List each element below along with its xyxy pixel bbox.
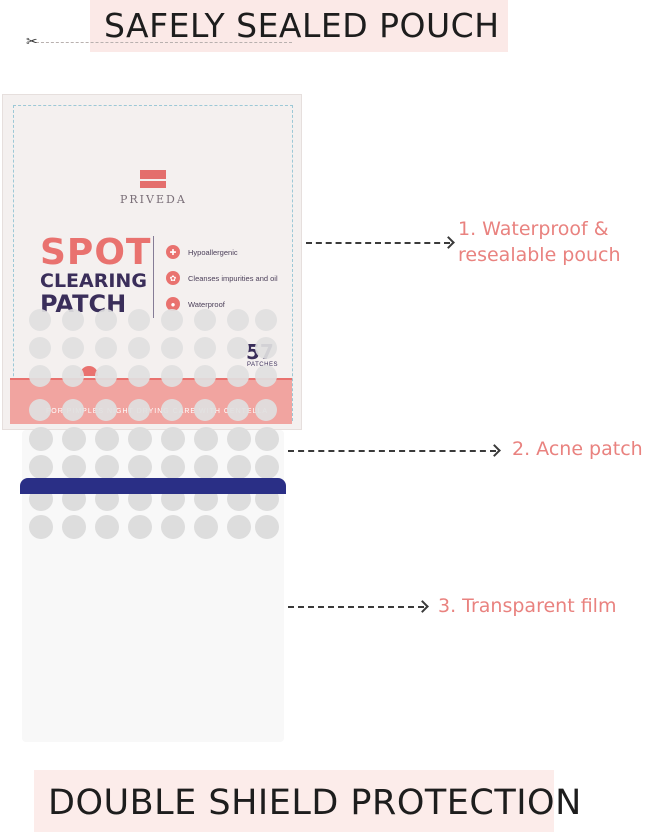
acne-patch-dot bbox=[255, 337, 277, 359]
bottom-banner: DOUBLE SHIELD PROTECTION bbox=[34, 770, 581, 832]
feature-hypoallergenic: ✚ Hypoallergenic bbox=[166, 245, 238, 259]
acne-patch-dot bbox=[29, 399, 51, 421]
top-banner-title: SAFELY SEALED POUCH bbox=[104, 6, 500, 45]
product-title-spot: SPOT bbox=[40, 232, 152, 273]
acne-patch-dot bbox=[62, 365, 84, 387]
acne-patch-dot bbox=[128, 455, 152, 479]
hypoallergenic-icon: ✚ bbox=[166, 245, 180, 259]
feature-label: Waterproof bbox=[188, 299, 225, 309]
acne-patch-dot bbox=[62, 427, 86, 451]
feature-cleanses: ✿ Cleanses impurities and oil bbox=[166, 271, 278, 285]
acne-patch-dot bbox=[128, 515, 152, 539]
patch-sheet-edge bbox=[20, 478, 286, 494]
acne-patch-dot bbox=[194, 309, 216, 331]
acne-patch-dot bbox=[255, 515, 279, 539]
acne-patch-dot bbox=[29, 427, 53, 451]
acne-patch-dot bbox=[29, 309, 51, 331]
acne-patch-dot bbox=[128, 365, 150, 387]
arrow-right-icon bbox=[488, 444, 501, 457]
acne-patch-dot bbox=[29, 337, 51, 359]
acne-patch-dot bbox=[128, 427, 152, 451]
acne-patch-dot bbox=[62, 515, 86, 539]
acne-patch-dot bbox=[255, 427, 279, 451]
acne-patch-dot bbox=[194, 365, 216, 387]
acne-patch-dot bbox=[194, 455, 218, 479]
acne-patch-dot bbox=[161, 399, 183, 421]
acne-patch-dot bbox=[62, 455, 86, 479]
acne-patch-dot bbox=[255, 365, 277, 387]
callout-1-label: 1. Waterproof & resealable pouch bbox=[458, 216, 621, 268]
acne-patch-dot bbox=[128, 337, 150, 359]
feature-label: Hypoallergenic bbox=[188, 247, 238, 257]
acne-patch-dot bbox=[62, 399, 84, 421]
acne-patch-dot bbox=[95, 455, 119, 479]
acne-patch-dot bbox=[29, 515, 53, 539]
acne-patch-dot bbox=[161, 365, 183, 387]
acne-patch-dot bbox=[95, 337, 117, 359]
acne-patch-dot bbox=[255, 309, 277, 331]
acne-patch-dot bbox=[227, 427, 251, 451]
acne-patch-dot bbox=[161, 427, 185, 451]
acne-patch-dot bbox=[29, 365, 51, 387]
lightbulb-icon bbox=[80, 366, 98, 376]
cleanse-icon: ✿ bbox=[166, 271, 180, 285]
acne-patch-dot bbox=[227, 337, 249, 359]
feature-label: Cleanses impurities and oil bbox=[188, 273, 278, 283]
acne-patch-dot bbox=[95, 309, 117, 331]
acne-patch-dot bbox=[227, 309, 249, 331]
product-title-clearing: CLEARING bbox=[40, 270, 147, 292]
callout-1-line1: 1. Waterproof & bbox=[458, 218, 609, 240]
title-divider bbox=[153, 236, 154, 318]
resealable-pouch bbox=[2, 94, 302, 430]
acne-patch-dot bbox=[227, 455, 251, 479]
acne-patch-dot bbox=[95, 399, 117, 421]
pouch-band-text: FOR PIMPLES NIGHT DRYING CARE WITH CENTE… bbox=[46, 408, 269, 415]
acne-patch-dot bbox=[194, 427, 218, 451]
scissors-icon: ✂ bbox=[26, 33, 38, 49]
arrow-right-icon bbox=[442, 236, 455, 249]
acne-patch-dot bbox=[128, 309, 150, 331]
callout-3-label: 3. Transparent film bbox=[438, 595, 617, 617]
acne-patch-dot bbox=[194, 337, 216, 359]
top-banner: SAFELY SEALED POUCH bbox=[90, 0, 508, 52]
acne-patch-dot bbox=[62, 309, 84, 331]
feature-waterproof: ● Waterproof bbox=[166, 297, 225, 311]
brand-name: PRIVEDA bbox=[120, 193, 187, 206]
acne-patch-dot bbox=[95, 365, 117, 387]
pouch-band-stripe bbox=[10, 378, 292, 381]
brand-logo-mark bbox=[140, 170, 166, 188]
acne-patch-dot bbox=[255, 455, 279, 479]
acne-patch-dot bbox=[95, 427, 119, 451]
pouch-bottom-band bbox=[10, 380, 292, 424]
bottom-banner-title: DOUBLE SHIELD PROTECTION bbox=[48, 783, 582, 823]
callout-3-leader bbox=[288, 606, 424, 608]
callout-2-leader bbox=[288, 450, 496, 452]
acne-patch-dot bbox=[161, 337, 183, 359]
acne-patch-dot bbox=[194, 399, 216, 421]
acne-patch-dot bbox=[128, 399, 150, 421]
acne-patch-dot bbox=[62, 337, 84, 359]
acne-patch-dot bbox=[161, 515, 185, 539]
acne-patch-dot bbox=[227, 515, 251, 539]
arrow-right-icon bbox=[416, 600, 429, 613]
acne-patch-dot bbox=[29, 455, 53, 479]
tear-line bbox=[36, 42, 292, 43]
acne-patch-dot bbox=[194, 515, 218, 539]
acne-patch-dot bbox=[95, 515, 119, 539]
acne-patch-dot bbox=[161, 455, 185, 479]
callout-1-line2: resealable pouch bbox=[458, 244, 621, 266]
acne-patch-dot bbox=[255, 399, 277, 421]
callout-2-label: 2. Acne patch bbox=[512, 438, 643, 460]
acne-patch-dot bbox=[161, 309, 183, 331]
acne-patch-dot bbox=[227, 365, 249, 387]
acne-patch-dot bbox=[227, 399, 249, 421]
water-drop-icon: ● bbox=[166, 297, 180, 311]
callout-1-leader bbox=[306, 242, 450, 244]
